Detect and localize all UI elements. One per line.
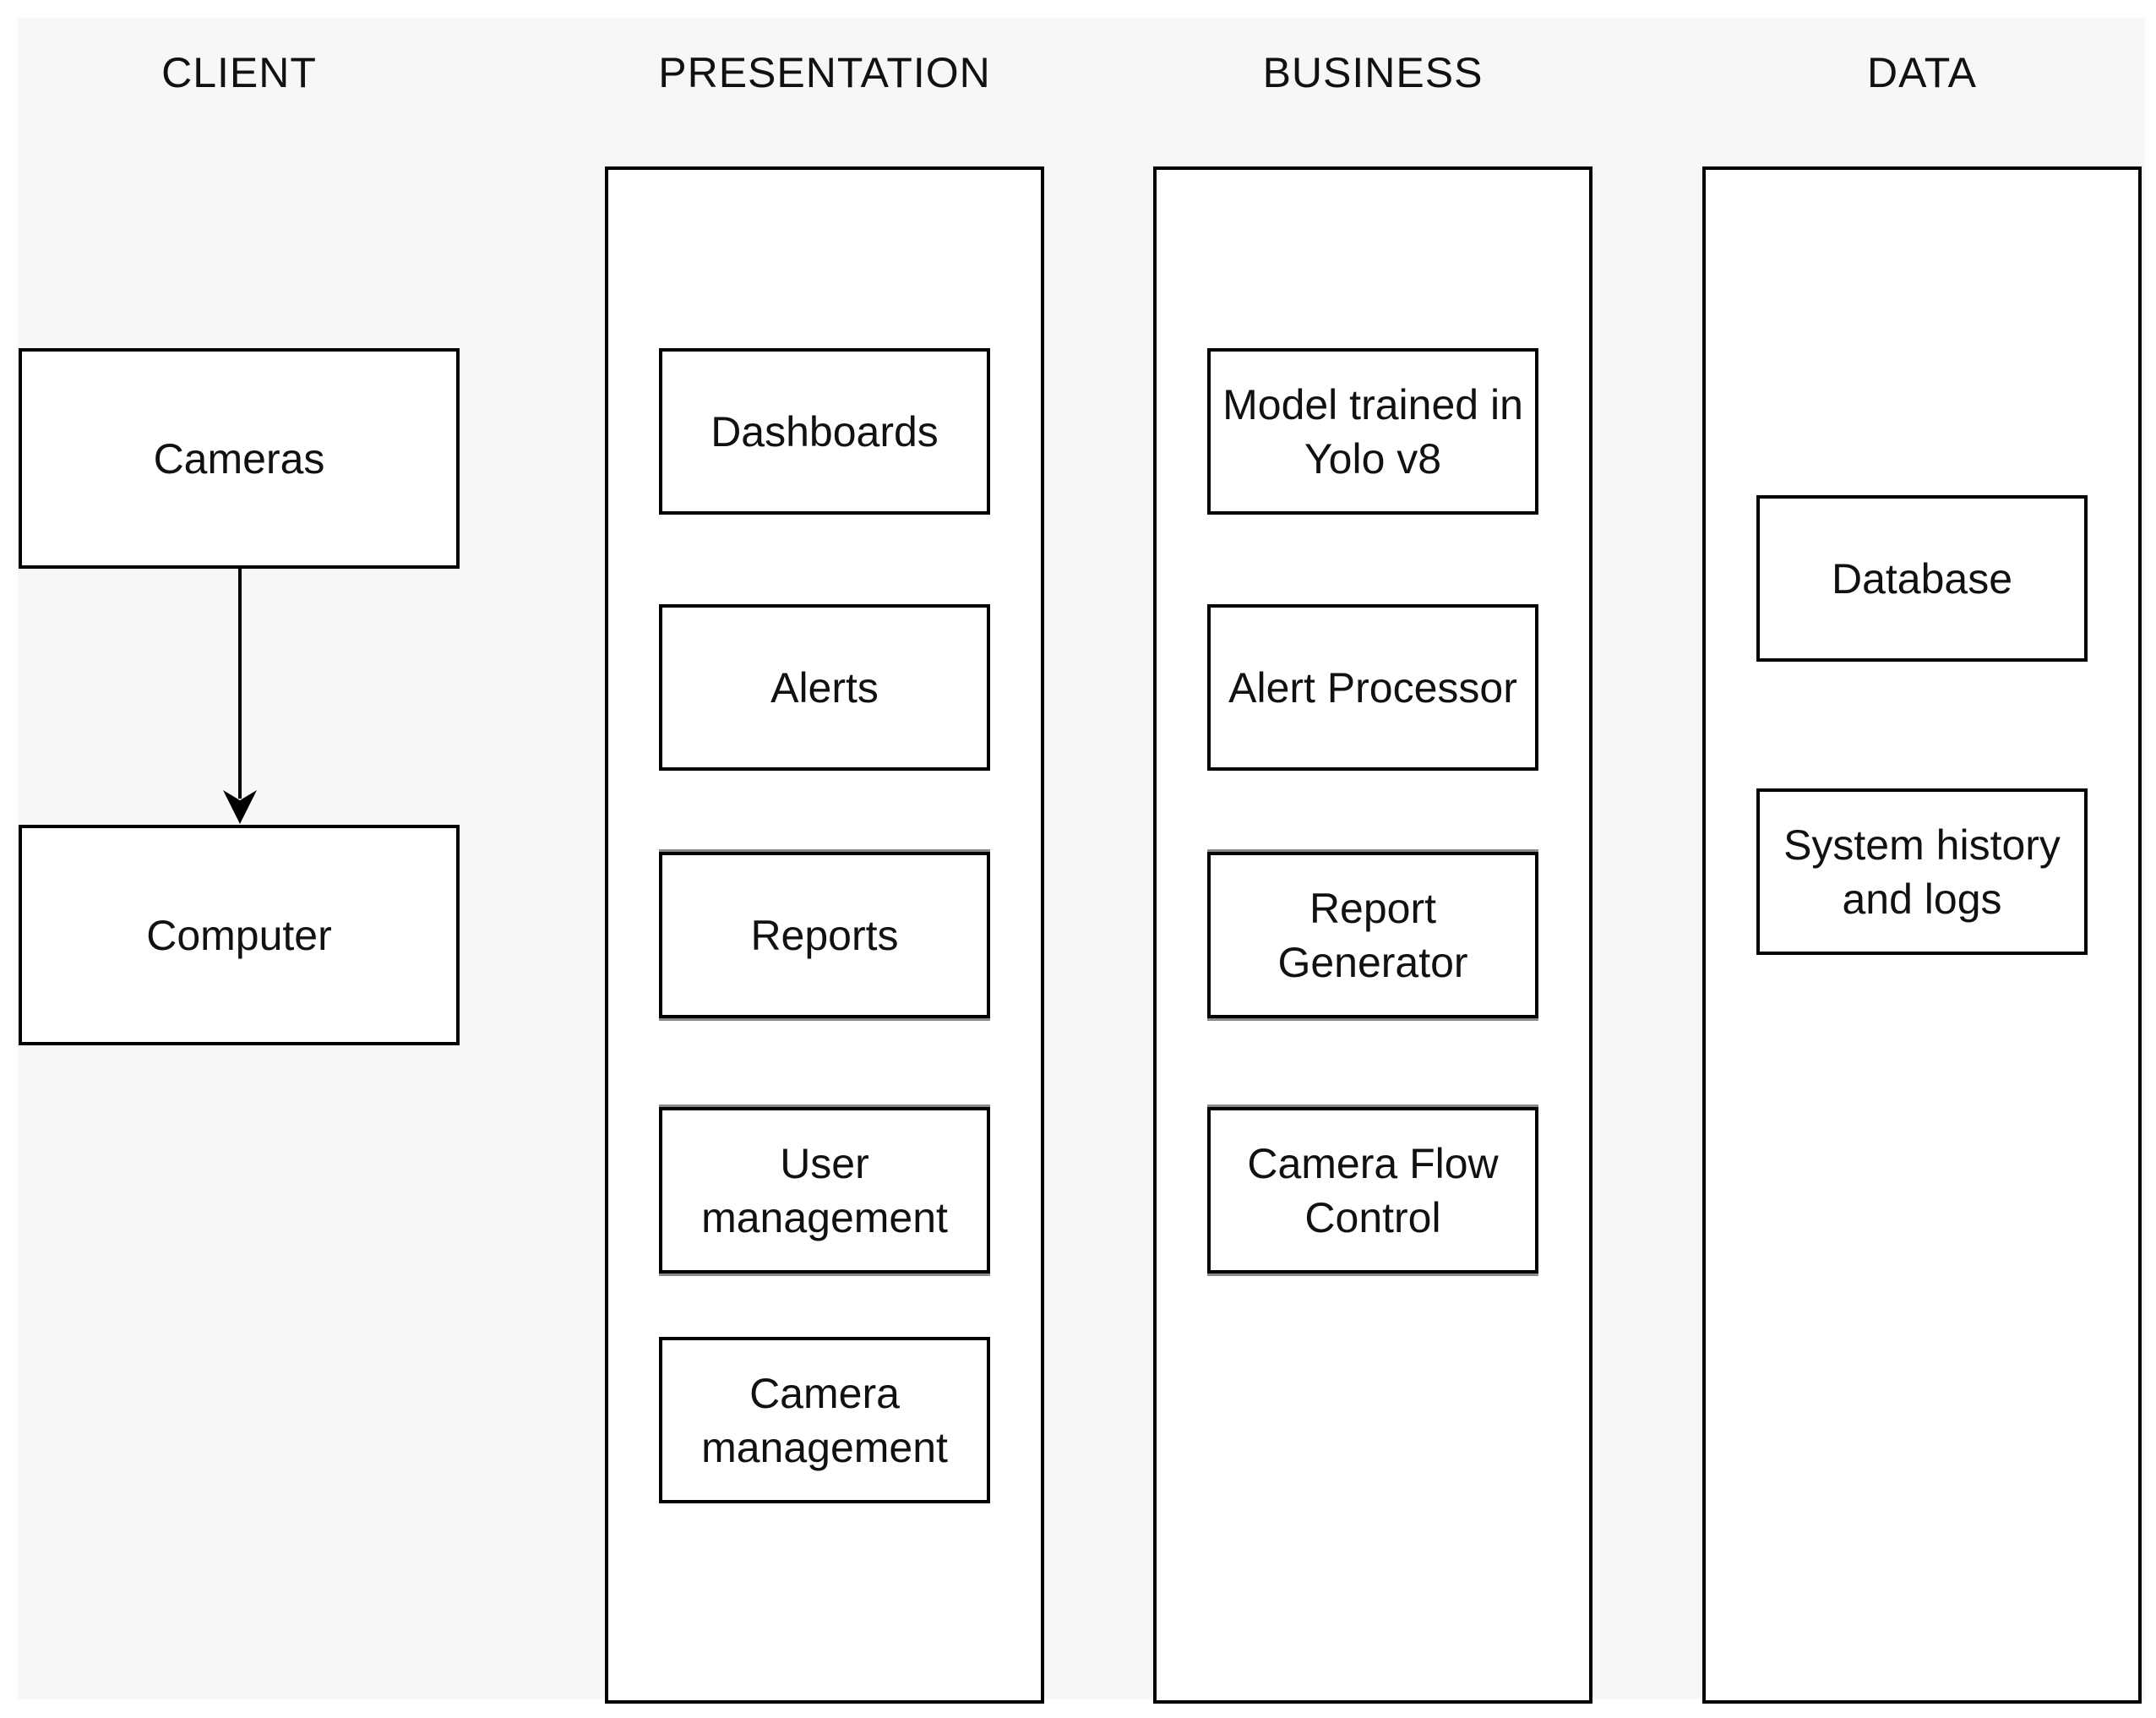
database-node: Database xyxy=(1756,495,2088,662)
heading-client: CLIENT xyxy=(161,49,317,96)
camera-flow-control-node: Camera Flow Control xyxy=(1207,1107,1538,1274)
heading-presentation: PRESENTATION xyxy=(658,49,991,96)
heading-data: DATA xyxy=(1867,49,1977,96)
reports-node: Reports xyxy=(659,852,990,1018)
dashboards-node: Dashboards xyxy=(659,348,990,515)
heading-business: BUSINESS xyxy=(1262,49,1484,96)
report-generator-node: Report Generator xyxy=(1207,852,1538,1018)
alerts-node: Alerts xyxy=(659,604,990,771)
yolo-model-node: Model trained in Yolo v8 xyxy=(1207,348,1538,515)
system-history-logs-node: System history and logs xyxy=(1756,788,2088,955)
cameras-node: Cameras xyxy=(19,348,460,569)
user-management-node: User management xyxy=(659,1107,990,1274)
alert-processor-node: Alert Processor xyxy=(1207,604,1538,771)
camera-management-node: Camera management xyxy=(659,1337,990,1503)
computer-node: Computer xyxy=(19,825,460,1045)
